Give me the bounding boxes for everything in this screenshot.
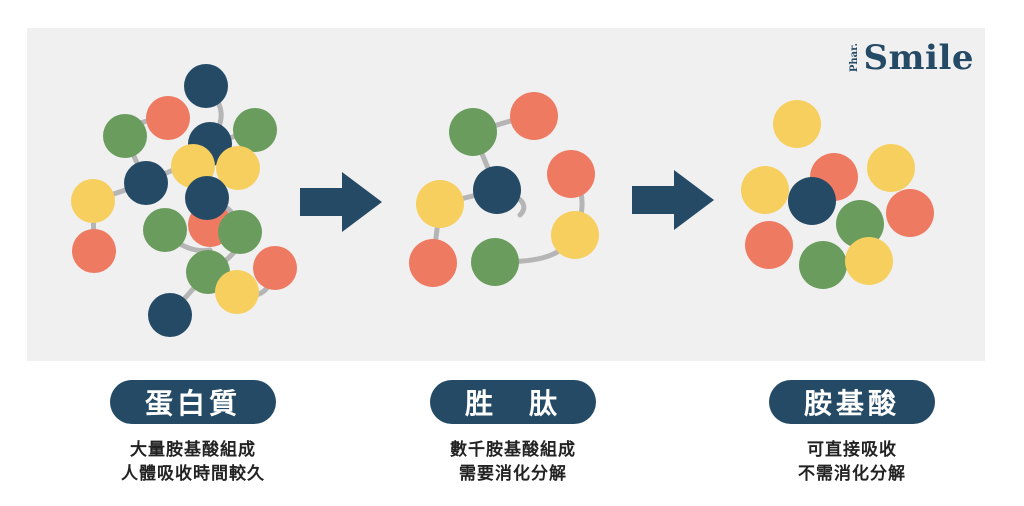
amino-acid-circle [103,114,147,158]
amino-acid-circle [416,180,464,228]
amino-acid-circle [867,144,915,192]
stage-label-peptide: 胜 肽 [430,380,596,424]
amino-acid-circle [216,146,260,190]
stage-desc-protein: 大量胺基酸組成 人體吸收時間較久 [93,438,293,486]
amino-acid-circle [72,229,116,273]
desc-line: 人體吸收時間較久 [121,464,265,484]
amino-acid-circle [124,161,168,205]
amino-acid-circle [253,246,297,290]
amino-acid-circle [143,208,187,252]
amino-acid-circle [741,166,789,214]
amino-acid-circle [71,179,115,223]
amino-acid-circle [551,211,599,259]
stage-desc-amino-acid: 可直接吸收 不需消化分解 [752,438,952,486]
desc-line: 不需消化分解 [798,464,906,484]
stage-label-amino-acid: 胺基酸 [769,380,935,424]
amino-acid-circle [215,270,259,314]
desc-line: 大量胺基酸組成 [130,440,256,460]
stage-label-protein: 蛋白質 [110,380,276,424]
amino-acid-circle [185,176,229,220]
amino-acid-circle [510,92,558,140]
amino-acid-circle [233,108,277,152]
stage-desc-peptide: 數千胺基酸組成 需要消化分解 [413,438,613,486]
amino-acid-circle [773,100,821,148]
amino-acid-circle [146,96,190,140]
desc-line: 數千胺基酸組成 [450,440,576,460]
amino-acid-circle [473,166,521,214]
amino-acid-circle [745,221,793,269]
brand-sub: Phar. [848,43,860,73]
amino-acid-circle [836,200,884,248]
amino-acid-circle [409,239,457,287]
amino-acid-circle [547,150,595,198]
peptide-chain [409,92,599,287]
amino-acid-circle [148,293,192,337]
amino-acid-circle [799,241,847,289]
desc-line: 需要消化分解 [459,464,567,484]
amino-acid-circle [471,238,519,286]
brand-logo: Phar. Smile [849,38,975,78]
desc-line: 可直接吸收 [807,440,897,460]
amino-acid-circle [218,210,262,254]
amino-acid-circle [788,177,836,225]
amino-acid-circle [449,108,497,156]
amino-acid-circle [845,237,893,285]
amino-acid-circle [184,64,228,108]
amino-acid-group [741,100,934,289]
brand-name: Smile [863,38,974,78]
right-arrow-icon [632,170,714,230]
right-arrow-icon [300,172,382,232]
protein-cluster [71,64,297,337]
amino-acid-circle [886,189,934,237]
